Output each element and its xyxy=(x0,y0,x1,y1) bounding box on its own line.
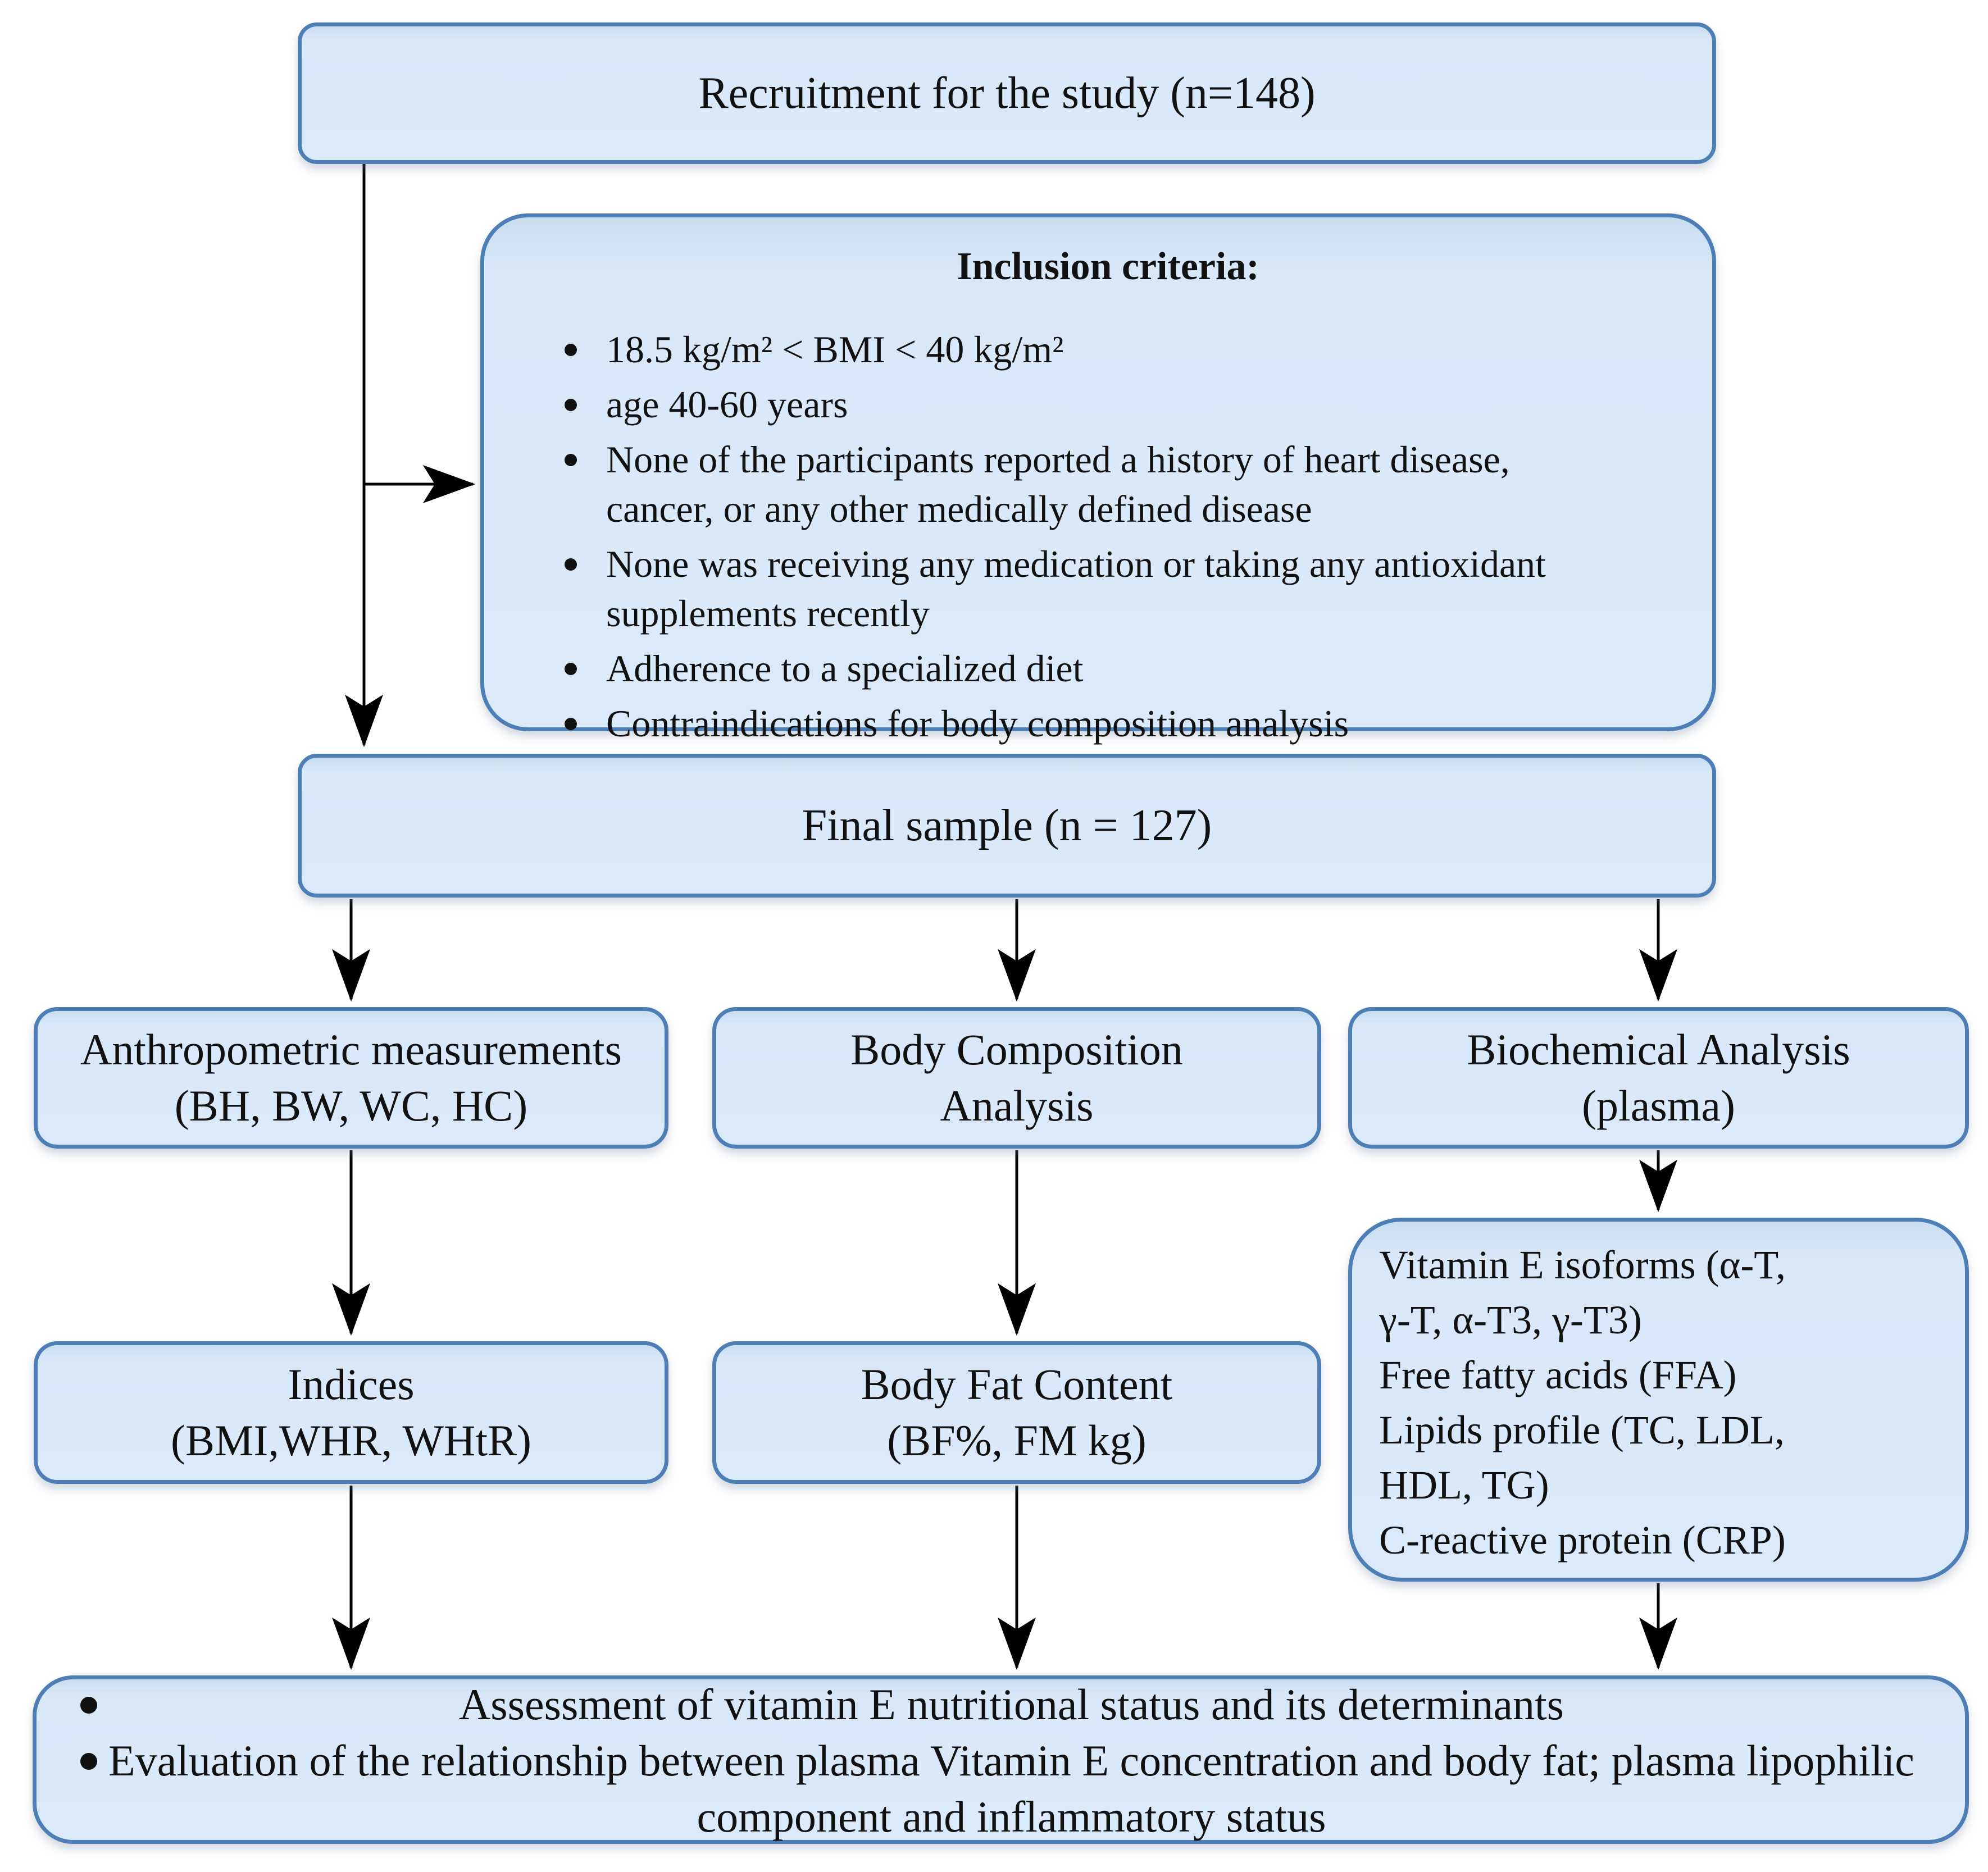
body-composition-line1: Body Composition xyxy=(850,1025,1183,1074)
anthropometric-line1: Anthropometric measurements xyxy=(80,1025,622,1074)
bullet-dot-icon xyxy=(565,558,577,571)
inclusion-bullet-5: Adherence to a specialized diet xyxy=(606,647,1084,690)
bullet-dot-icon xyxy=(80,1753,97,1770)
panel-line-2: γ-T, α-T3, γ-T3) xyxy=(1379,1297,1642,1342)
inclusion-title: Inclusion criteria: xyxy=(957,245,1259,288)
panel-line-4: Lipids profile (TC, LDL, xyxy=(1379,1408,1785,1452)
list-item: Contraindications for body composition a… xyxy=(538,699,1678,748)
node-body-composition-analysis: Body Composition Analysis xyxy=(712,1007,1321,1149)
inclusion-bullet-6: Contraindications for body composition a… xyxy=(606,702,1349,745)
biochemical-line2: (plasma) xyxy=(1582,1081,1735,1130)
node-biochemical-panel: Vitamin E isoforms (α-T, γ-T, α-T3, γ-T3… xyxy=(1348,1218,1969,1582)
bullet-dot-icon xyxy=(80,1697,97,1714)
list-item: Adherence to a specialized diet xyxy=(538,644,1678,693)
list-item: Assessment of vitamin E nutritional stat… xyxy=(37,1677,1926,1733)
inclusion-bullet-2: age 40-60 years xyxy=(606,383,848,426)
list-item: None was receiving any medication or tak… xyxy=(538,539,1678,638)
bullet-dot-icon xyxy=(565,399,577,411)
inclusion-bullet-3: None of the participants reported a hist… xyxy=(606,438,1510,530)
final-sample-label: Final sample (n = 127) xyxy=(802,801,1212,850)
recruitment-label: Recruitment for the study (n=148) xyxy=(698,69,1316,118)
panel-line-5: HDL, TG) xyxy=(1379,1463,1549,1507)
bullet-dot-icon xyxy=(565,663,577,675)
node-final-sample: Final sample (n = 127) xyxy=(298,754,1716,898)
node-body-fat-content: Body Fat Content (BF%, FM kg) xyxy=(712,1341,1321,1484)
inclusion-bullet-4: None was receiving any medication or tak… xyxy=(606,543,1546,635)
list-item: 18.5 kg/m² < BMI < 40 kg/m² xyxy=(538,325,1678,374)
node-biochemical-analysis: Biochemical Analysis (plasma) xyxy=(1348,1007,1969,1149)
list-item: age 40-60 years xyxy=(538,380,1678,429)
inclusion-bullet-1: 18.5 kg/m² < BMI < 40 kg/m² xyxy=(606,328,1064,371)
bullet-dot-icon xyxy=(565,454,577,466)
list-item: Evaluation of the relationship between p… xyxy=(37,1733,1926,1845)
bullet-dot-icon xyxy=(565,344,577,356)
panel-line-6: C-reactive protein (CRP) xyxy=(1379,1518,1786,1563)
panel-line-3: Free fatty acids (FFA) xyxy=(1379,1352,1737,1397)
body-composition-line2: Analysis xyxy=(940,1081,1094,1130)
bullet-dot-icon xyxy=(565,718,577,730)
biochemical-line1: Biochemical Analysis xyxy=(1467,1025,1850,1074)
outcome-bullet-1: Assessment of vitamin E nutritional stat… xyxy=(458,1680,1564,1729)
body-fat-line1: Body Fat Content xyxy=(861,1360,1173,1409)
list-item: None of the participants reported a hist… xyxy=(538,435,1678,534)
outcome-bullet-2: Evaluation of the relationship between p… xyxy=(108,1736,1914,1841)
inclusion-bullet-list: 18.5 kg/m² < BMI < 40 kg/m² age 40-60 ye… xyxy=(538,325,1678,754)
panel-line-1: Vitamin E isoforms (α-T, xyxy=(1379,1242,1786,1287)
anthropometric-line2: (BH, BW, WC, HC) xyxy=(174,1081,528,1130)
body-fat-line2: (BF%, FM kg) xyxy=(887,1416,1147,1465)
indices-line2: (BMI,WHR, WHtR) xyxy=(170,1416,531,1465)
indices-line1: Indices xyxy=(288,1360,415,1409)
node-recruitment: Recruitment for the study (n=148) xyxy=(298,22,1716,164)
node-outcomes: Assessment of vitamin E nutritional stat… xyxy=(33,1675,1969,1844)
node-indices: Indices (BMI,WHR, WHtR) xyxy=(34,1341,668,1484)
node-inclusion-criteria: Inclusion criteria: 18.5 kg/m² < BMI < 4… xyxy=(480,213,1716,745)
node-anthropometric-measurements: Anthropometric measurements (BH, BW, WC,… xyxy=(34,1007,668,1149)
